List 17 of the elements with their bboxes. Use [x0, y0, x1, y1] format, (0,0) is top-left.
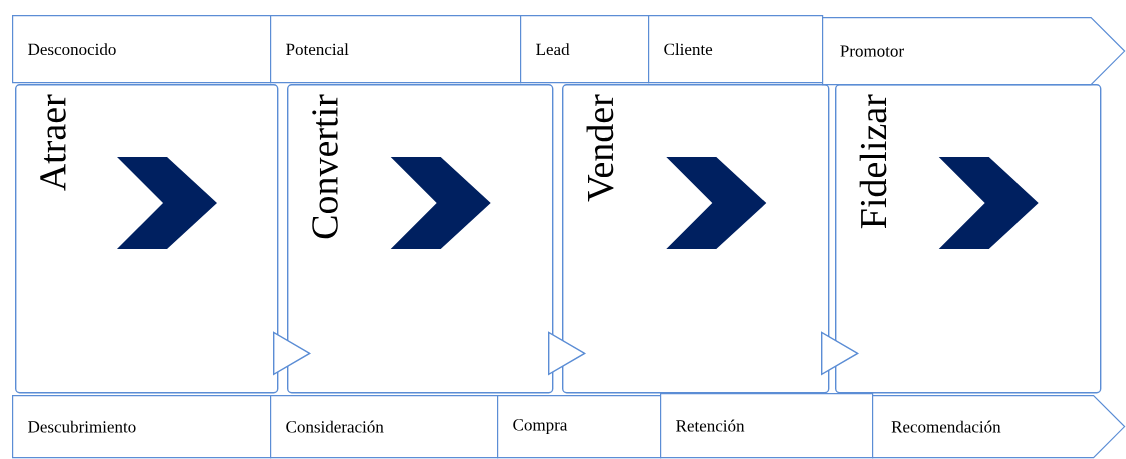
pentagon-label-box: Recomendación	[872, 395, 1126, 459]
stage-label-box: Compra	[497, 395, 662, 459]
arrow	[547, 331, 586, 376]
stage-label-box: Retención	[660, 393, 874, 459]
stage-panel: Convertir	[287, 84, 554, 394]
arrow	[820, 331, 859, 376]
stage-label-box: Cliente	[648, 15, 824, 84]
stage-label-box: Desconocido	[12, 15, 272, 84]
stage-label-box: Potencial	[270, 15, 522, 84]
arrow	[272, 331, 311, 376]
stage-label-box: Consideración	[270, 395, 499, 459]
stage-label-box: Lead	[520, 15, 650, 84]
stage-panel: Fidelizar	[835, 84, 1102, 394]
stage-panel: Vender	[562, 84, 830, 394]
pentagon-label-box: Promotor	[822, 17, 1126, 86]
stage-label-box: Descubrimiento	[12, 395, 272, 459]
stage-panel: Atraer	[15, 84, 279, 394]
